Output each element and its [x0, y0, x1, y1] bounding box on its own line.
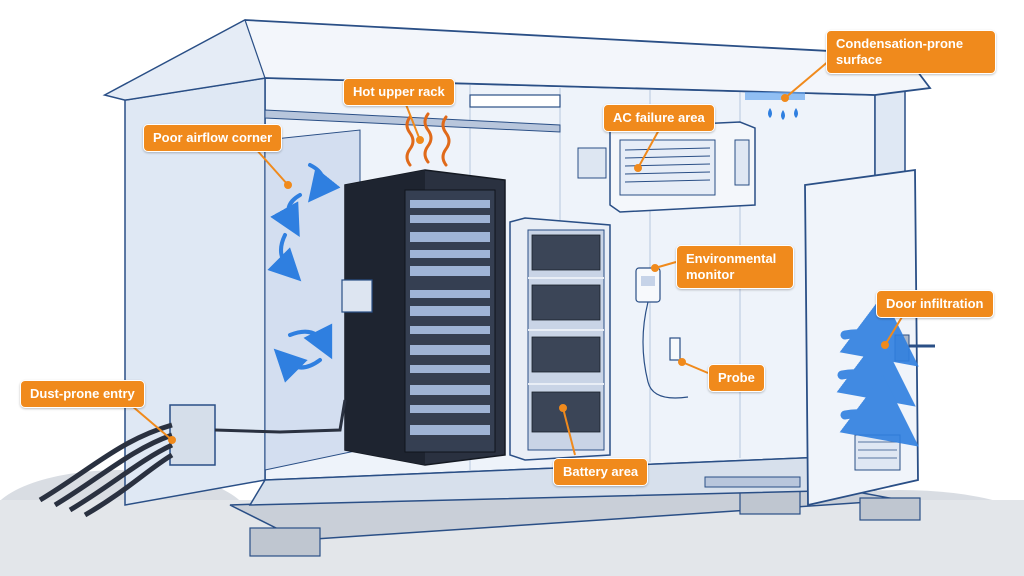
callout-battery-area: Battery area — [553, 458, 649, 486]
water-drop-icon — [768, 108, 772, 118]
heat-wave-icon — [405, 112, 451, 167]
electrical-box — [341, 279, 373, 313]
callout-ac-failure: AC failure area — [603, 104, 715, 132]
condensation-surface — [745, 92, 805, 120]
callout-probe: Probe — [708, 364, 765, 392]
water-drop-icon — [781, 110, 785, 120]
callout-leaders — [124, 59, 906, 456]
ac-unit — [609, 121, 756, 213]
cable-entry — [38, 399, 347, 518]
environmental-monitor — [635, 267, 689, 399]
server-rack — [344, 169, 506, 466]
concrete-base — [229, 484, 921, 557]
wall-vent — [577, 147, 607, 179]
callout-environmental-monitor: Environmental monitor — [676, 245, 794, 289]
callout-condensation: Condensation-prone surface — [826, 30, 996, 74]
water-drop-icon — [794, 108, 798, 118]
battery-cabinet — [509, 217, 611, 461]
floor-vent — [704, 476, 801, 488]
callout-poor-airflow: Poor airflow corner — [143, 124, 283, 152]
ceiling-light — [469, 94, 561, 108]
callout-dust-prone-entry: Dust-prone entry — [20, 380, 145, 408]
callout-door-infiltration: Door infiltration — [876, 290, 994, 318]
probe — [669, 337, 681, 361]
airflow-arrow-icon — [267, 163, 341, 383]
callout-hot-upper-rack: Hot upper rack — [343, 78, 455, 106]
